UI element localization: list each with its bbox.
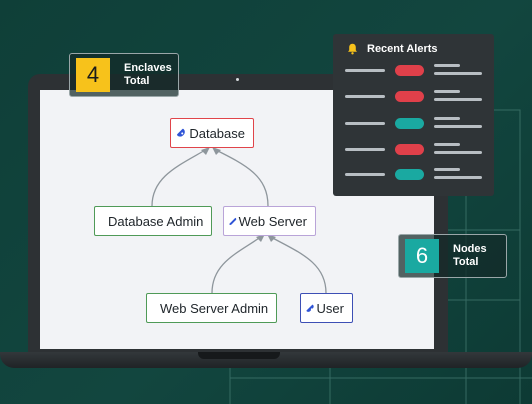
- recent-alerts-panel: Recent Alerts: [333, 34, 494, 196]
- edge-database-admin-to-database: [151, 148, 208, 207]
- alert-status-pill: [395, 169, 424, 180]
- alert-line: [434, 125, 482, 128]
- camera-icon: [236, 78, 239, 81]
- alert-line: [345, 148, 385, 151]
- alert-line: [434, 168, 460, 171]
- enclaves-label: Enclaves Total: [124, 62, 172, 88]
- alert-row[interactable]: [345, 168, 485, 182]
- alert-line: [434, 117, 460, 120]
- laptop-base: [0, 352, 532, 368]
- node-database-admin[interactable]: Database Admin: [94, 206, 212, 236]
- alert-line: [434, 176, 482, 179]
- alerts-header: Recent Alerts: [347, 43, 438, 55]
- node-web-server[interactable]: Web Server: [223, 206, 316, 236]
- node-user[interactable]: User: [300, 293, 353, 323]
- enclaves-total-card: 4 Enclaves Total: [69, 53, 179, 97]
- enclaves-label-line1: Enclaves: [124, 62, 172, 74]
- enclaves-label-line2: Total: [124, 75, 150, 87]
- alert-line: [345, 122, 385, 125]
- alerts-title: Recent Alerts: [367, 43, 438, 55]
- arrowhead-icon: [256, 234, 265, 242]
- alert-line: [345, 95, 385, 98]
- nodes-count: 6: [405, 239, 439, 273]
- tag-icon: [99, 217, 107, 225]
- tag-icon: [229, 217, 237, 225]
- bell-icon: [348, 43, 357, 55]
- node-label: User: [316, 300, 344, 316]
- arrowhead-icon: [267, 234, 276, 242]
- node-database[interactable]: Database: [170, 118, 254, 148]
- enclaves-count: 4: [76, 58, 110, 92]
- alert-line: [345, 69, 385, 72]
- edge-web-server-to-database: [213, 148, 269, 207]
- alert-line: [434, 98, 482, 101]
- arrowhead-icon: [212, 147, 221, 155]
- nodes-label: Nodes Total: [453, 243, 487, 269]
- nodes-label-line1: Nodes: [453, 243, 487, 255]
- node-label: Web Server Admin: [160, 300, 269, 316]
- edge-web-server-admin-to-web-server: [211, 235, 263, 294]
- alert-row[interactable]: [345, 143, 485, 157]
- tag-icon: [176, 127, 187, 139]
- alert-line: [434, 64, 460, 67]
- alert-status-pill: [395, 65, 424, 76]
- tag-icon: [151, 304, 159, 312]
- alert-row[interactable]: [345, 90, 485, 104]
- nodes-label-line2: Total: [453, 256, 479, 268]
- arrowhead-icon: [201, 147, 210, 155]
- nodes-total-card: 6 Nodes Total: [398, 234, 507, 278]
- alert-line: [434, 72, 482, 75]
- alert-row[interactable]: [345, 117, 485, 131]
- node-label: Database Admin: [108, 213, 204, 229]
- alert-line: [434, 151, 482, 154]
- node-label: Database: [189, 125, 245, 141]
- alert-line: [434, 90, 460, 93]
- alert-status-pill: [395, 91, 424, 102]
- alert-line: [434, 143, 460, 146]
- node-label: Web Server: [238, 213, 307, 229]
- edge-user-to-web-server: [268, 235, 327, 294]
- alert-status-pill: [395, 144, 424, 155]
- alert-line: [345, 173, 385, 176]
- node-web-server-admin[interactable]: Web Server Admin: [146, 293, 277, 323]
- alert-row[interactable]: [345, 64, 485, 78]
- alert-status-pill: [395, 118, 424, 129]
- tag-icon: [306, 303, 315, 313]
- laptop-notch: [198, 352, 280, 359]
